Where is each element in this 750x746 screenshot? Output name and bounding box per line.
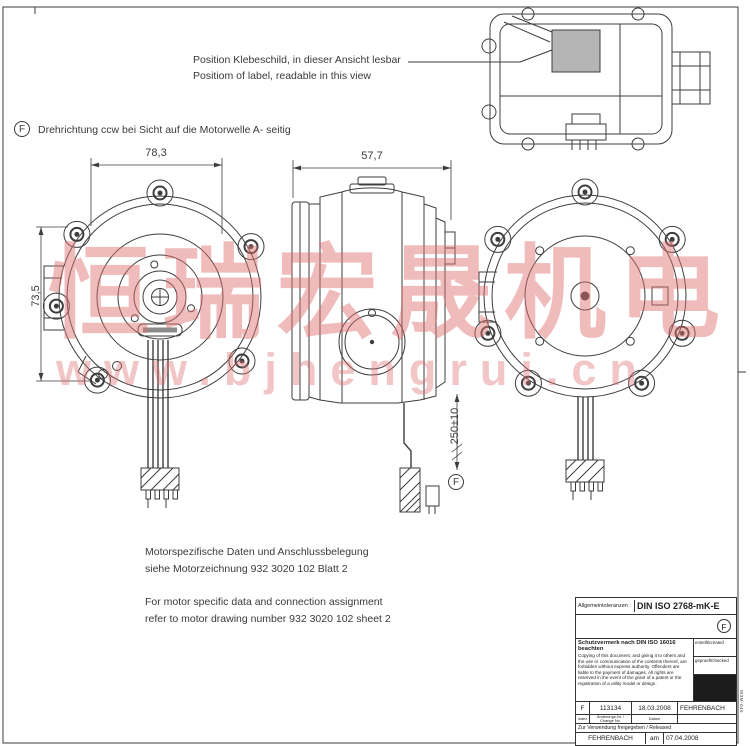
header-empty xyxy=(678,715,736,723)
label-position-en: Positiom of label, readable in this view xyxy=(193,70,372,82)
protection-heading: Schutzvermerk nach DIN ISO 16016 beachte… xyxy=(578,640,676,652)
released-label-row: Zur Verwendung freigegeben / Released xyxy=(576,724,736,733)
rear-view xyxy=(474,178,696,500)
note-de-line2: siehe Motorzeichnung 932 3020 102 Blatt … xyxy=(145,563,348,575)
copyright-text: Copying of this document, and giving it … xyxy=(578,653,687,686)
dimension-arrows xyxy=(38,162,460,470)
f-symbol-title-block: F xyxy=(717,619,731,633)
top-view xyxy=(481,7,711,151)
revision-data-row: F 113134 18.03.2008 FEHRENBACH xyxy=(576,702,736,715)
header-change-no: Änderungs-Nr. / Change No. xyxy=(590,714,632,723)
notes-gap xyxy=(145,578,391,594)
dimension-cable-length: 250±10 xyxy=(449,407,461,445)
created-box: erstellt/created xyxy=(694,639,736,657)
released-date: 07.04.2008 xyxy=(666,735,699,742)
checked-box: geprueft/checked xyxy=(694,657,736,675)
drawing-notes: Motorspezifische Daten und Anschlussbele… xyxy=(145,544,391,628)
revision-name: FEHRENBACH xyxy=(680,704,725,712)
top-view-connector xyxy=(565,123,607,141)
released-name: FEHRENBACH xyxy=(576,733,646,744)
label-leader-line xyxy=(408,49,553,63)
front-view-wires xyxy=(147,340,169,468)
title-block-symbol-row: F xyxy=(576,615,736,639)
label-position-annotation: Position Klebeschild, in dieser Ansicht … xyxy=(193,52,401,84)
tolerances-label: Allgemeintoleranzen : xyxy=(578,603,631,609)
dimension-front-width: 78,3 xyxy=(145,147,167,159)
dimension-lines xyxy=(36,158,463,470)
title-block: Allgemeintoleranzen : DIN ISO 2768-mK-E … xyxy=(575,597,737,746)
note-en-line1: For motor specific data and connection a… xyxy=(145,596,383,608)
front-view xyxy=(42,179,265,508)
title-block-protection-row: Schutzvermerk nach DIN ISO 16016 beachte… xyxy=(576,639,736,702)
approval-boxes: erstellt/created geprueft/checked xyxy=(694,639,736,701)
title-block-tolerances-row: Allgemeintoleranzen : DIN ISO 2768-mK-E xyxy=(576,598,736,615)
note-de-line1: Motorspezifische Daten und Anschlussbele… xyxy=(145,546,369,558)
header-date: Datum xyxy=(632,715,678,723)
rear-view-wires xyxy=(577,397,594,460)
revision-header-row: index Änderungs-Nr. / Change No. Datum xyxy=(576,714,736,724)
front-view-connector xyxy=(140,467,180,508)
edge-code: W3M-046 xyxy=(739,690,744,714)
rear-view-connector xyxy=(565,459,605,500)
rear-mounting-ears xyxy=(474,178,696,397)
header-index: index xyxy=(576,715,590,723)
label-position-de: Position Klebeschild, in dieser Ansicht … xyxy=(193,54,401,66)
tolerances-value: DIN ISO 2768-mK-E xyxy=(634,600,722,612)
released-am-label: am xyxy=(646,733,664,744)
f-symbol-cable: F xyxy=(448,474,464,490)
dimension-front-height: 73,5 xyxy=(30,285,42,307)
dimension-side-width: 57,7 xyxy=(361,150,383,162)
motor-label-plate xyxy=(551,29,601,73)
revision-index: F xyxy=(576,702,590,714)
black-marker-box xyxy=(694,675,736,701)
side-view-cable xyxy=(403,403,412,468)
note-en-line2: refer to motor drawing number 932 3020 1… xyxy=(145,613,391,625)
released-data-row: FEHRENBACH am 07.04.2008 xyxy=(576,733,736,744)
sheet-frame xyxy=(2,6,746,744)
released-label: Zur Verwendung freigegeben / Released xyxy=(578,725,672,731)
protection-notice: Schutzvermerk nach DIN ISO 16016 beachte… xyxy=(576,639,694,701)
side-view xyxy=(291,176,456,514)
front-mounting-ears xyxy=(42,179,265,394)
rotation-direction-note: Drehrichtung ccw bei Sicht auf die Motor… xyxy=(38,124,291,136)
revision-date: 18.03.2008 xyxy=(632,702,678,714)
side-view-connector xyxy=(399,467,440,514)
f-symbol-rotation-note: F xyxy=(14,121,30,137)
revision-change-no: 113134 xyxy=(590,702,632,714)
